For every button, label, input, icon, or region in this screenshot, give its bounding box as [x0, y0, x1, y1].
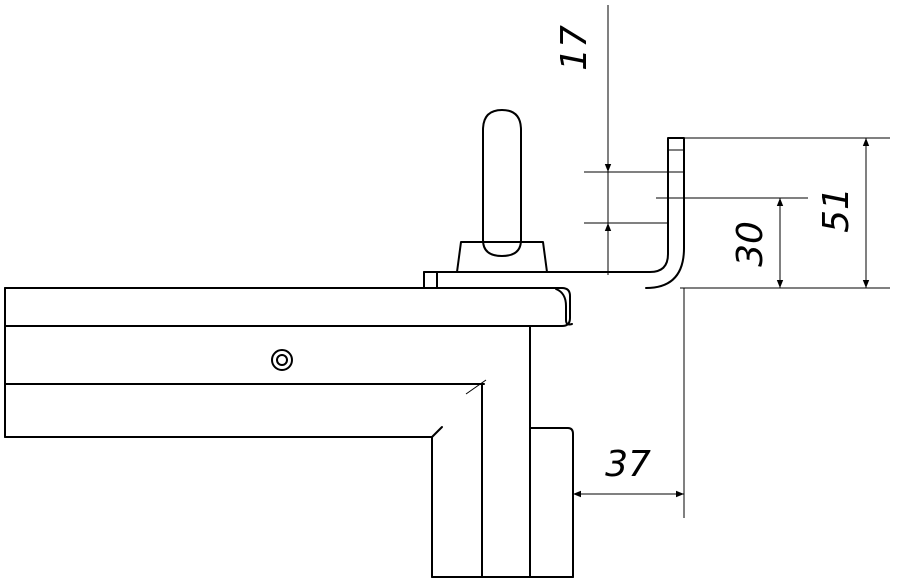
panel-structure	[4, 287, 574, 578]
dimension-30: 30	[656, 197, 890, 289]
dimension-label-51: 51	[816, 187, 857, 233]
dimension-37: 37	[573, 288, 685, 518]
dimension-51: 51	[684, 137, 890, 288]
l-bracket	[423, 137, 685, 289]
dimension-label-30: 30	[730, 221, 771, 267]
dimension-label-37: 37	[605, 444, 651, 485]
screw-head	[271, 349, 293, 371]
dimension-label-17: 17	[554, 25, 595, 71]
handle-knob	[456, 109, 548, 273]
dimension-17: 17	[554, 5, 668, 275]
